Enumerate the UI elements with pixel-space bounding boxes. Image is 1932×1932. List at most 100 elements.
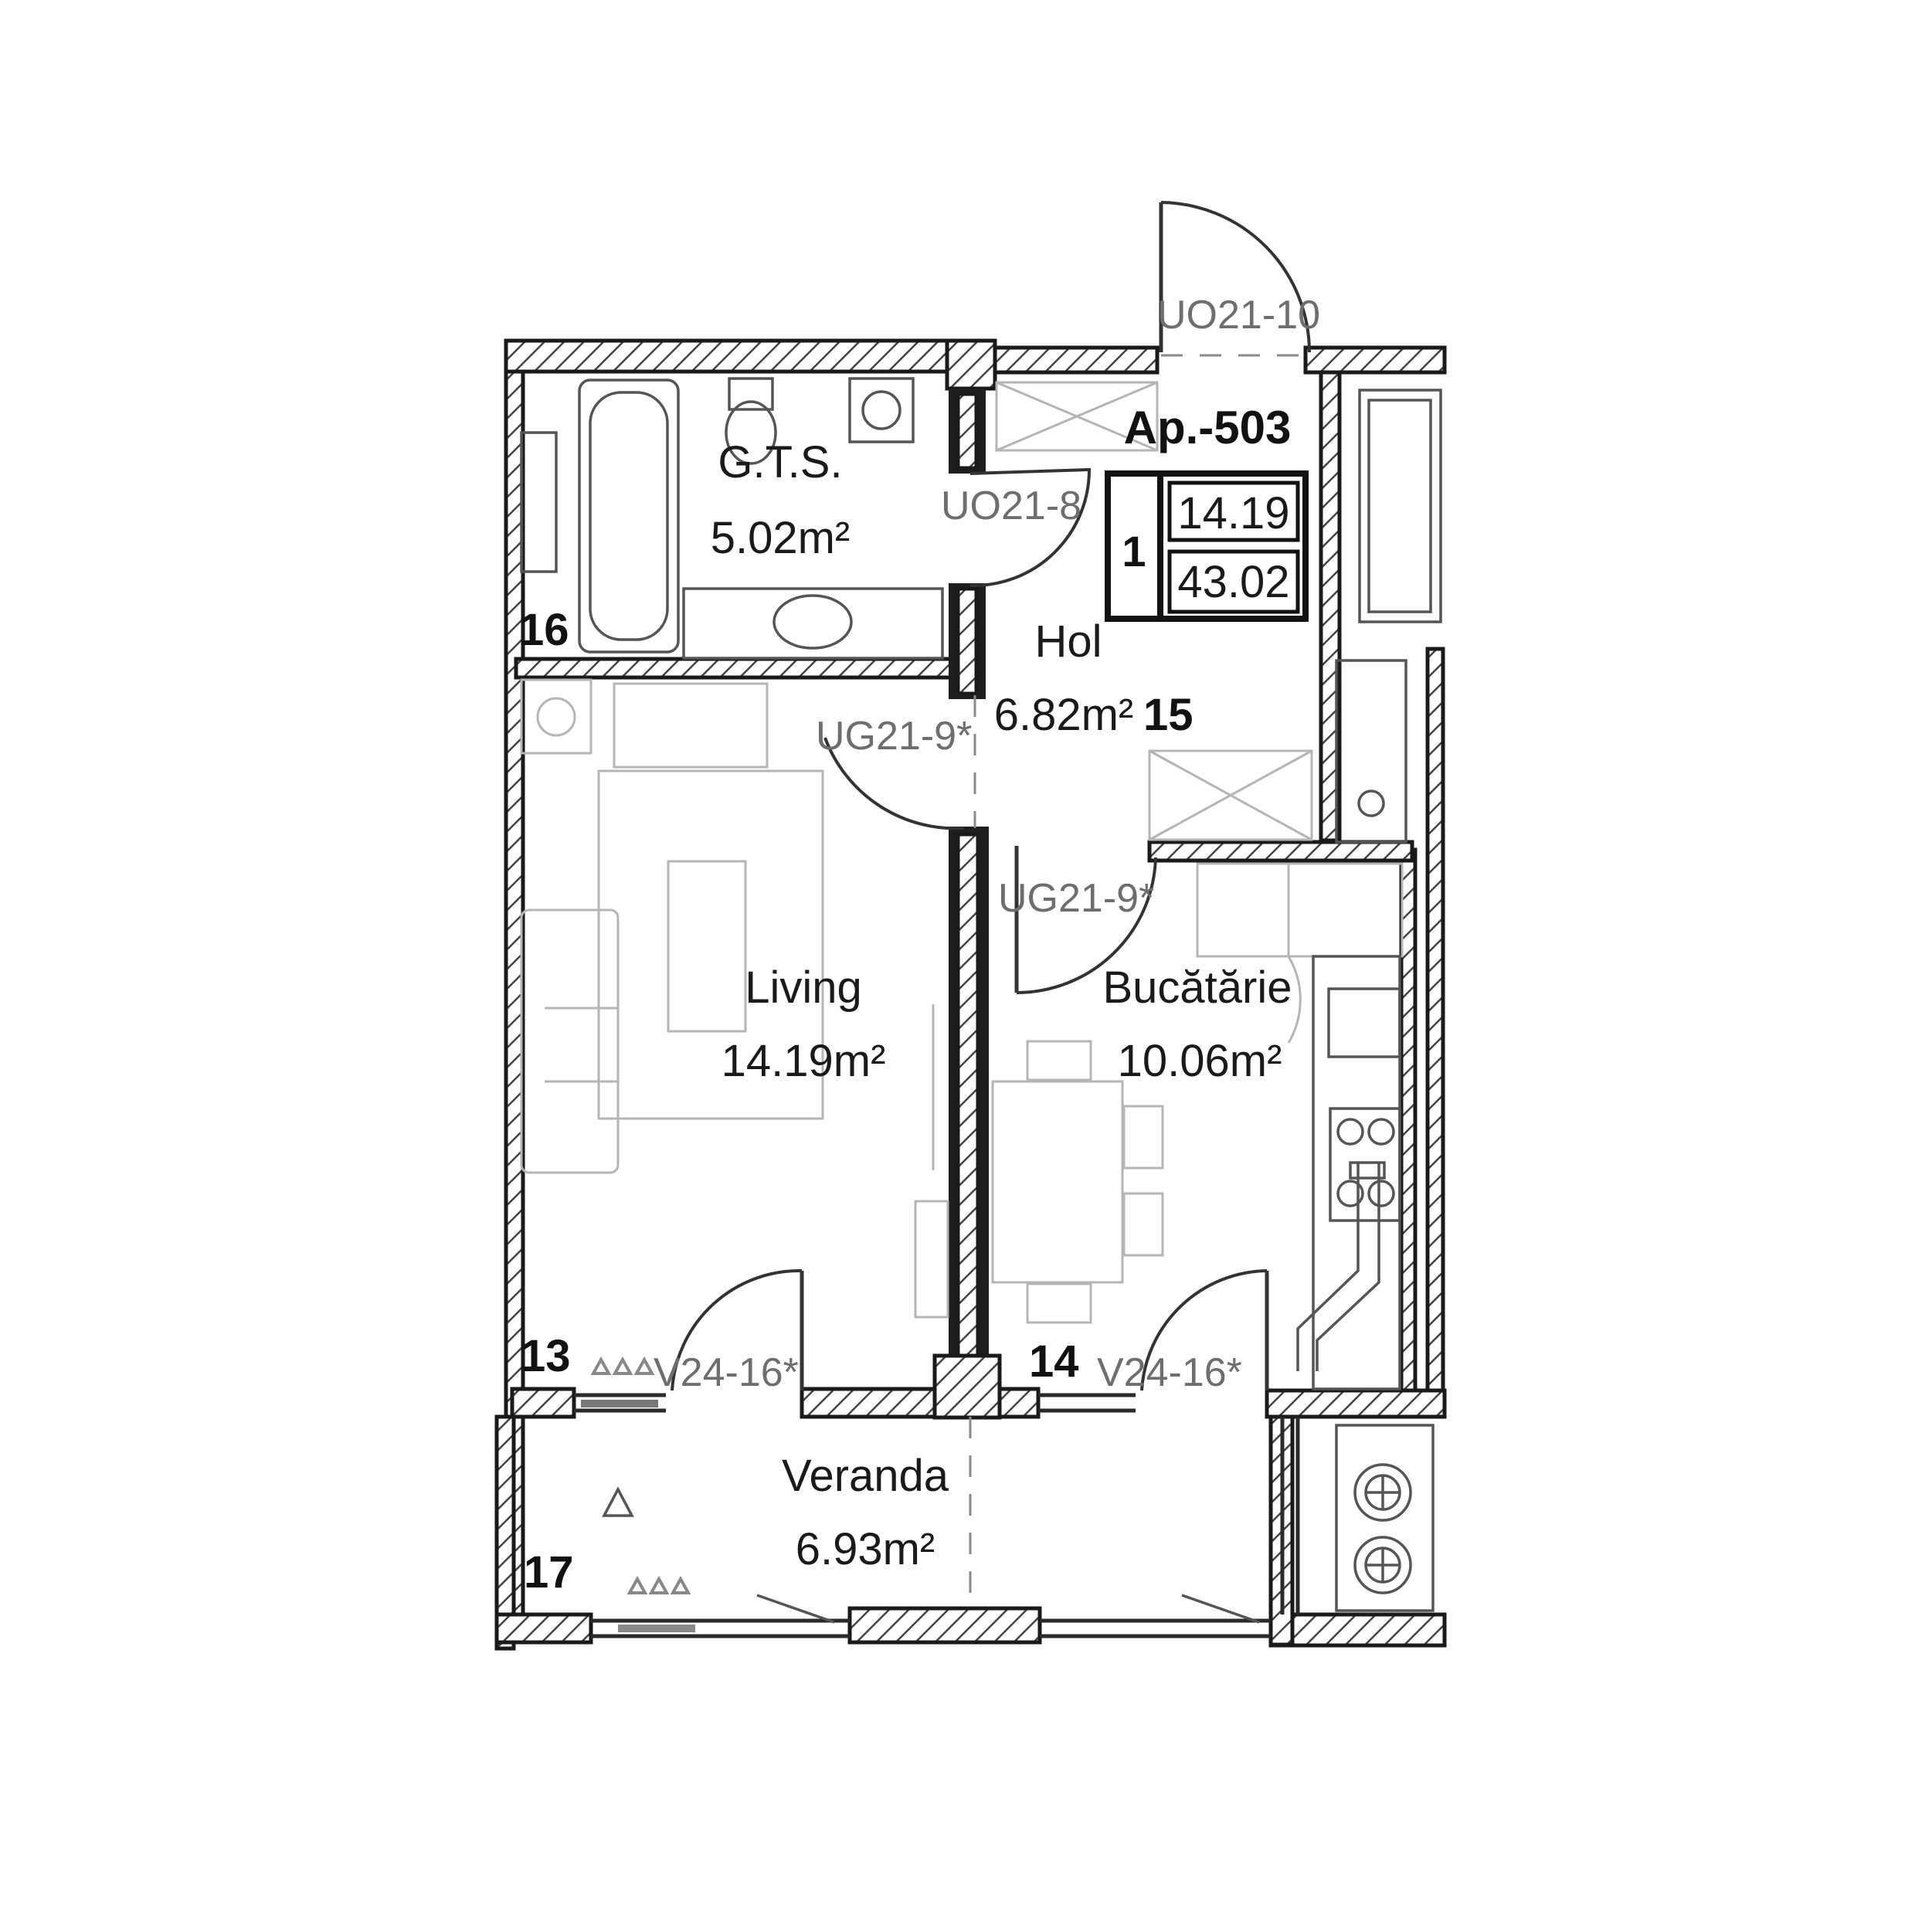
door-entrance-code: UO21-10 [1157, 293, 1320, 338]
coffee-table [667, 860, 747, 1033]
door-codes: UO21-10 UO21-8 UG21-9* UG21-9* V24-16* V… [654, 293, 1320, 1395]
furniture [520, 377, 1442, 1612]
veranda-left-wall [494, 1414, 516, 1651]
door-bathroom-code: UO21-8 [941, 484, 1081, 528]
room-veranda-name: Veranda [782, 1451, 949, 1501]
veranda-bottom-left [494, 1612, 593, 1645]
bathroom-hall-wall-lower-in [956, 586, 979, 696]
burner-3 [1336, 1180, 1364, 1207]
burner-1 [1336, 1118, 1364, 1146]
top-wall-mid [993, 345, 1160, 375]
living-kitchen-wall-in [956, 832, 980, 1362]
veranda-bottom-mid [847, 1606, 1042, 1645]
hood-cap [1349, 1161, 1386, 1180]
kitchen-door-swing [1016, 857, 1157, 994]
veranda-pillar [932, 1353, 1002, 1420]
living-area-value: 14.19 [1177, 488, 1289, 538]
bathroom-hall-wall-upper-in [956, 392, 979, 470]
markers: 16 15 13 14 17 [519, 605, 1193, 1598]
shaft-cabinet-upper-in [1367, 399, 1432, 613]
windows [574, 1393, 1300, 1638]
kitchen-sink [1327, 987, 1401, 1058]
dining-table [991, 1080, 1124, 1284]
room-hol-area: 6.82m² [994, 690, 1134, 740]
doors [671, 201, 1311, 1607]
apartment-info-box [1105, 470, 1309, 622]
toilet-bowl [725, 400, 777, 465]
room-bucatarie-name: Bucătărie [1102, 963, 1292, 1013]
veranda-wall-left [510, 1387, 576, 1419]
window-living [581, 1400, 658, 1407]
veranda-kitchen-door-swing [1140, 1269, 1268, 1391]
burner-4 [1367, 1180, 1395, 1207]
boiler-dial-2-icon [1353, 1536, 1412, 1594]
apartment-title: Ap.-503 [1124, 402, 1292, 453]
burner-2 [1367, 1118, 1395, 1146]
door-kitchen-code: UG21-9* [998, 876, 1154, 921]
chair-bottom [1026, 1282, 1092, 1324]
marker-17: 17 [524, 1547, 574, 1598]
bathtub [578, 379, 680, 654]
marker-16: 16 [519, 605, 569, 655]
window-veranda-left [618, 1625, 695, 1632]
kitchen-counter [1312, 955, 1401, 1390]
top-wall-right [1303, 345, 1447, 375]
living-door-swing [823, 737, 965, 830]
kitchen-right-wall [1399, 847, 1418, 1393]
apartment-info: Ap.-503 1 14.19 43.02 [1105, 402, 1309, 622]
small-triangles-icon [590, 1356, 655, 1375]
room-veranda-area: 6.93m² [796, 1524, 935, 1574]
plant-icon [536, 697, 576, 737]
room-bucatarie-area: 10.06m² [1118, 1036, 1282, 1086]
chair-top [1026, 1040, 1092, 1081]
bathtub-inner [589, 391, 669, 641]
marker-13: 13 [521, 1331, 571, 1381]
marker-14: 14 [1029, 1336, 1079, 1387]
room-living-name: Living [745, 963, 862, 1013]
boiler-box [1335, 1424, 1435, 1612]
room-gts-area: 5.02m² [711, 513, 851, 563]
marker-15: 15 [1143, 690, 1193, 740]
fridge-swing [1287, 956, 1302, 1044]
shaft-cabinet-lower [1335, 659, 1407, 844]
shaft-pipe [1357, 789, 1385, 817]
top-wall-left [504, 338, 963, 374]
right-wall-outer [1425, 647, 1445, 1393]
top-wall-pillar [945, 338, 997, 391]
cooktop [1329, 1107, 1401, 1222]
veranda-wall-mid [800, 1387, 1041, 1419]
chair-right-2 [1122, 1192, 1164, 1257]
door-living-code: UG21-9* [816, 714, 972, 759]
hood-duct [1296, 1163, 1380, 1371]
door-veranda-living-code: V24-16* [654, 1350, 799, 1395]
room-labels: G.T.S. 5.02m² Hol 6.82m² Living 14.19m² … [711, 437, 1292, 1574]
boiler-dial-1-icon [1353, 1463, 1412, 1522]
entrance-door-swing [1160, 201, 1311, 353]
washbasin-small [520, 431, 558, 573]
kitchen-corner-cabinet [1196, 862, 1404, 958]
washing-machine-drum [861, 390, 901, 430]
armchair-icon-box [520, 678, 593, 755]
rug [597, 769, 824, 1120]
room-gts-name: G.T.S. [718, 437, 842, 487]
radiator-living [914, 1200, 949, 1319]
bathroom-bottom-wall [514, 657, 963, 680]
veranda-wall-right [1265, 1388, 1447, 1419]
total-area-value: 43.02 [1177, 557, 1289, 607]
bathroom-door-swing [969, 467, 1092, 588]
toilet-tank [728, 377, 774, 411]
veranda-bottom-right [1268, 1612, 1447, 1648]
rooms-count: 1 [1122, 527, 1146, 576]
door-veranda-kitchen-code: V24-16* [1097, 1350, 1242, 1395]
sink-basin [772, 594, 853, 650]
room-living-area: 14.19m² [722, 1036, 886, 1086]
bathroom-counter [682, 587, 944, 660]
walls [494, 338, 1447, 1651]
chair-right-1 [1122, 1105, 1164, 1170]
tv-stand [613, 682, 769, 769]
hall-kitchen-wall [1147, 840, 1414, 863]
small-triangles-veranda-icon [626, 1575, 691, 1594]
warning-triangle-icon [602, 1486, 634, 1517]
veranda-living-door-swing [671, 1268, 803, 1391]
